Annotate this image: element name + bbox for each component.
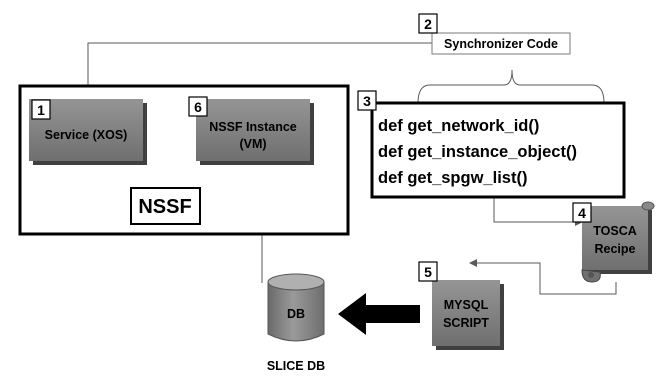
tosca-recipe-scroll[interactable]: [581, 201, 655, 283]
tosca-label-line1: TOSCA: [593, 224, 637, 238]
step-1-number: 1: [37, 102, 45, 118]
step-3-box: [357, 90, 377, 111]
step-2-number: 2: [424, 16, 432, 32]
tosca-label-line2: Recipe: [595, 242, 636, 256]
instance-label-line1: NSSF Instance: [209, 120, 297, 134]
instance-label-line2: (VM): [239, 137, 266, 151]
step-6-box: [188, 96, 208, 117]
step-2-box: [418, 13, 438, 34]
db-cylinder[interactable]: [267, 273, 325, 342]
code-line-1: def get_network_id(): [378, 117, 539, 135]
step-4-number: 4: [578, 205, 586, 221]
step-6-number: 6: [194, 99, 202, 115]
step-5-box: [418, 261, 438, 282]
code-line-2: def get_instance_object(): [378, 143, 577, 161]
mysql-to-db-arrow: [338, 293, 420, 335]
step-1-box: [31, 99, 51, 120]
step-5-number: 5: [424, 264, 432, 280]
mysql-label-line1: MYSQL: [444, 298, 489, 312]
nssf-instance-box[interactable]: [196, 99, 310, 161]
nssf-title: NSSF: [138, 196, 191, 218]
step-3-number: 3: [363, 93, 371, 109]
step-4-box: [572, 202, 592, 223]
synchronizer-code-box: [431, 32, 571, 55]
synchronizer-brace: [417, 69, 605, 104]
mysql-label-line2: SCRIPT: [443, 316, 489, 330]
mysql-script-box[interactable]: [432, 280, 500, 346]
synchronizer-code-label: Synchronizer Code: [444, 37, 558, 51]
code-line-3: def get_spgw_list(): [378, 169, 527, 187]
nssf-title-box: [130, 187, 201, 225]
db-label: DB: [287, 307, 305, 321]
service-label: Service (XOS): [45, 128, 128, 142]
code-to-tosca-line: [493, 197, 583, 226]
slice-db-caption: SLICE DB: [267, 359, 325, 373]
tosca-to-mysql-line: [469, 259, 617, 295]
code-block-box: [370, 101, 626, 199]
